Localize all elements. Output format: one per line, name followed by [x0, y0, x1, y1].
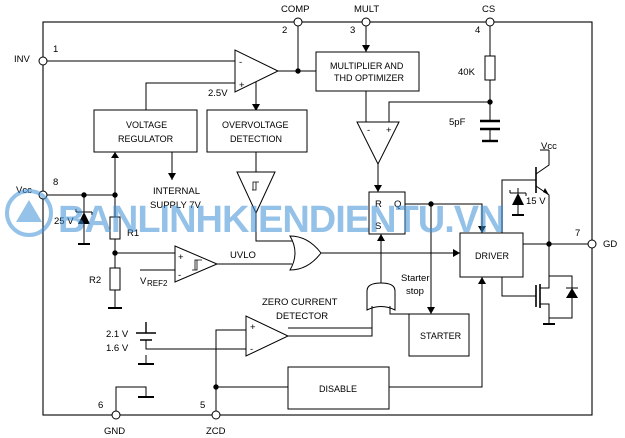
svg-text:DISABLE: DISABLE: [319, 384, 357, 394]
ovp-schmitt-buffer: [236, 171, 276, 215]
svg-text:OVERVOLTAGE: OVERVOLTAGE: [222, 120, 289, 130]
svg-text:DETECTOR: DETECTOR: [276, 311, 328, 322]
svg-text:Q: Q: [394, 199, 401, 210]
svg-text:REGULATOR: REGULATOR: [118, 134, 174, 144]
svg-text:8: 8: [53, 177, 58, 188]
resistor-40k: [484, 55, 496, 81]
internal-supply-label: INTERNAL: [153, 186, 200, 197]
watermark-logo-icon: [5, 189, 53, 237]
svg-text:MULT: MULT: [354, 4, 379, 15]
svg-text:R2: R2: [89, 275, 101, 286]
svg-text:S: S: [375, 221, 381, 232]
svg-text:4: 4: [475, 25, 480, 36]
svg-text:1.6 V: 1.6 V: [106, 343, 129, 354]
svg-text:REF2: REF2: [147, 279, 168, 288]
voltage-regulator-block: [93, 109, 198, 153]
current-comparator: - +: [356, 121, 400, 166]
or-gate: [289, 235, 322, 271]
pin-cs: CS 4: [475, 4, 495, 36]
multiplier-block: [315, 51, 420, 92]
svg-text:SUPPLY 7V: SUPPLY 7V: [150, 200, 202, 211]
svg-text:-: -: [178, 270, 181, 281]
ref-2v5-label: 2.5V: [208, 88, 228, 99]
svg-text:3: 3: [350, 25, 355, 36]
svg-text:+: +: [250, 322, 256, 333]
svg-text:COMP: COMP: [281, 4, 310, 15]
capacitor-5pf: [480, 119, 500, 131]
output-mosfet-bottom: [540, 244, 550, 324]
pin-inv: INV 1: [14, 44, 58, 66]
svg-text:5: 5: [200, 400, 205, 411]
resistor-r2: [109, 267, 121, 291]
svg-text:15 V: 15 V: [526, 196, 546, 207]
pin-comp: COMP 2: [281, 4, 310, 36]
vcc-top-label: Vcc: [541, 141, 557, 152]
svg-text:DRIVER: DRIVER: [475, 251, 510, 261]
svg-text:2: 2: [282, 25, 287, 36]
svg-text:CS: CS: [482, 4, 495, 15]
zcd-label: ZERO CURRENT: [262, 297, 338, 308]
zero-current-comparator: + -: [245, 315, 290, 357]
svg-text:-: -: [250, 344, 253, 355]
starter-stop-label: Starter: [401, 273, 430, 284]
svg-text:MULTIPLIER AND: MULTIPLIER AND: [330, 61, 404, 71]
pin-vcc: Vcc 8: [16, 177, 58, 200]
svg-text:5pF: 5pF: [449, 117, 466, 128]
package-outline: [42, 21, 593, 416]
svg-text:1: 1: [53, 44, 58, 55]
svg-text:6: 6: [98, 400, 103, 411]
svg-text:40K: 40K: [458, 67, 476, 78]
svg-text:stop: stop: [406, 286, 424, 297]
svg-text:THD OPTIMIZER: THD OPTIMIZER: [334, 73, 404, 83]
overvoltage-block: [206, 109, 308, 153]
svg-text:R: R: [375, 199, 382, 210]
uvlo-comparator: + -: [174, 245, 219, 283]
zener-25v: [78, 212, 90, 224]
pin-zcd: ZCD 5: [200, 400, 226, 437]
svg-text:GND: GND: [104, 426, 125, 437]
svg-text:+: +: [386, 125, 392, 136]
pin-gnd: GND 6: [98, 400, 125, 437]
pin-mult: MULT 3: [350, 4, 379, 36]
svg-text:-: -: [239, 57, 242, 68]
wire-ref: [145, 82, 235, 110]
zener-15v: [512, 193, 524, 205]
svg-text:ZCD: ZCD: [206, 426, 226, 437]
svg-text:STARTER: STARTER: [420, 331, 462, 341]
watermark-text: BANLINHKIENDIENTU.VN: [58, 199, 505, 241]
rs-flipflop: [368, 191, 406, 235]
svg-text:GD: GD: [603, 239, 617, 250]
driver-block: [459, 232, 524, 278]
threshold-label: 2.1 V: [106, 329, 129, 340]
svg-text:R1: R1: [127, 228, 139, 239]
svg-text:-: -: [367, 125, 370, 136]
svg-text:+: +: [239, 80, 245, 91]
svg-text:DETECTION: DETECTION: [230, 134, 282, 144]
svg-text:25 V: 25 V: [54, 216, 74, 227]
disable-block: [287, 366, 390, 410]
svg-text:VOLTAGE: VOLTAGE: [126, 120, 167, 130]
vref2-label: V: [140, 276, 147, 287]
uvlo-label: UVLO: [230, 250, 256, 261]
starter-block: [408, 313, 470, 357]
pin-gd: GD 7: [575, 228, 617, 250]
and-gate: [366, 282, 396, 311]
svg-text:+: +: [178, 252, 184, 263]
error-amplifier: - +: [234, 49, 280, 93]
svg-text:7: 7: [575, 228, 580, 239]
svg-text:INV: INV: [14, 54, 31, 65]
